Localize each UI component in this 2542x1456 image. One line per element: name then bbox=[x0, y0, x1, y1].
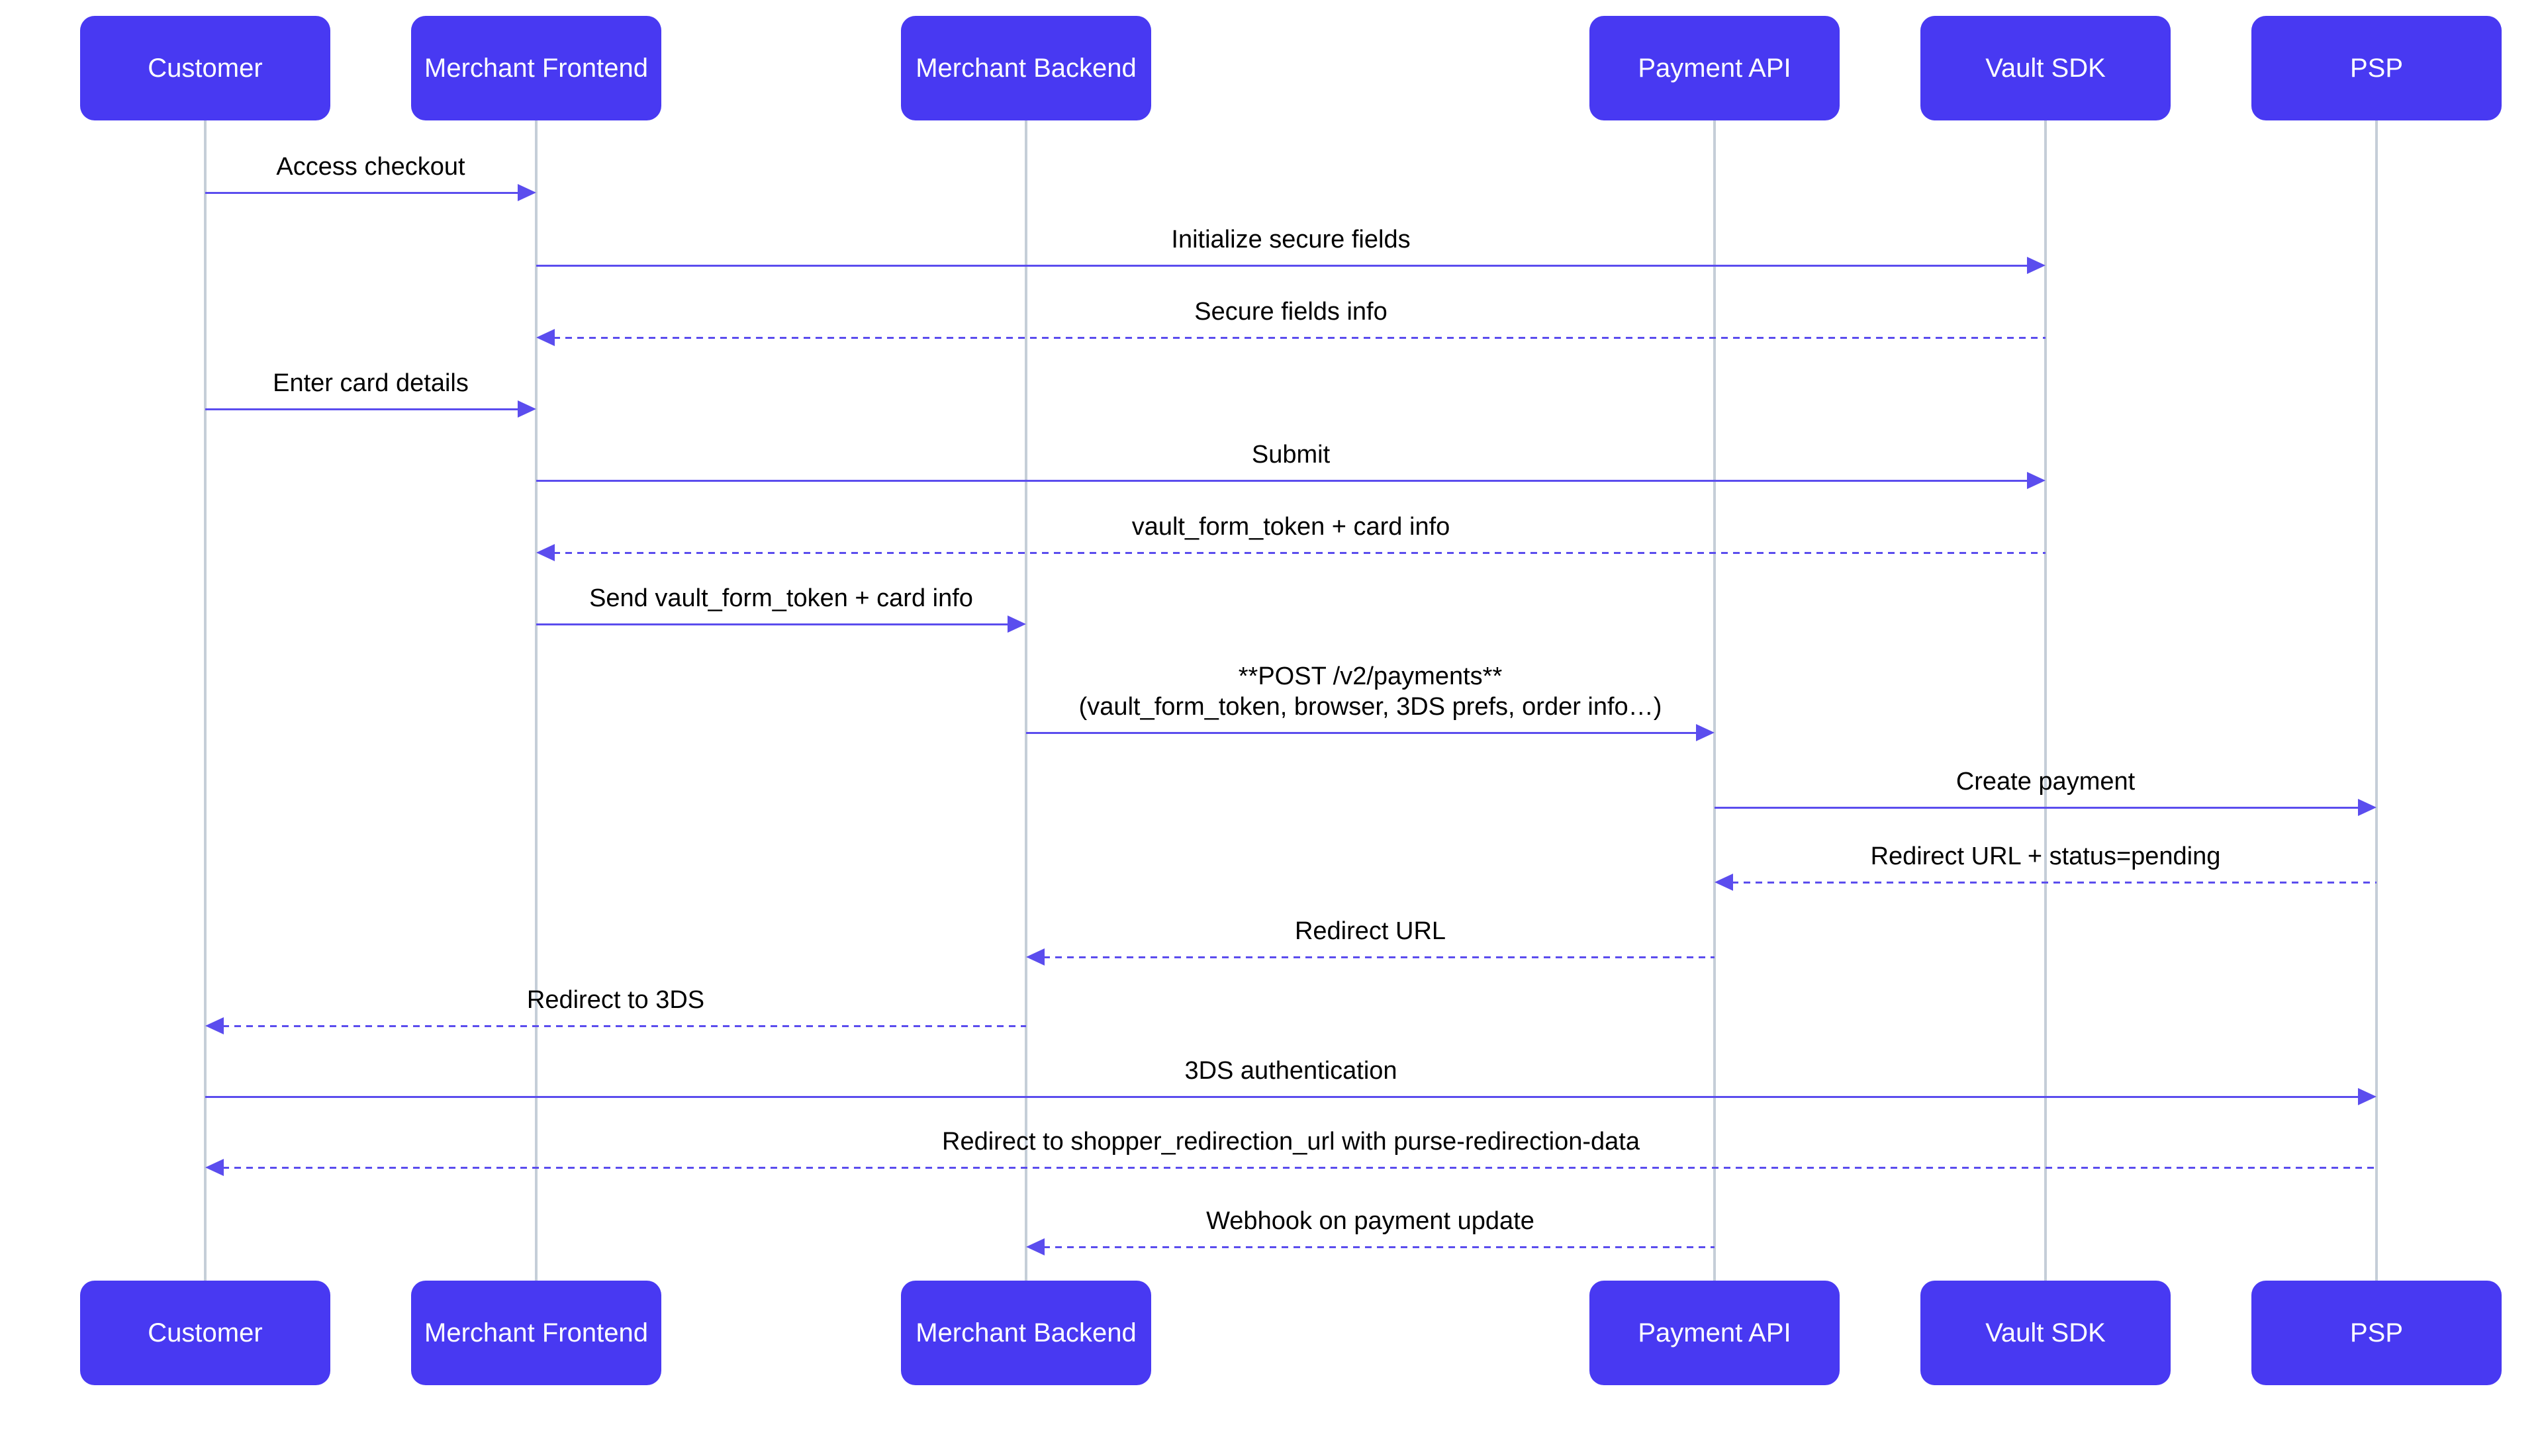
message-line bbox=[1732, 882, 2377, 884]
message-line bbox=[205, 1096, 2359, 1098]
arrowhead-left-icon bbox=[205, 1017, 224, 1034]
participant-label: Merchant Frontend bbox=[424, 1318, 648, 1347]
message-label: (vault_form_token, browser, 3DS prefs, o… bbox=[1078, 693, 1662, 721]
message-line bbox=[222, 1167, 2377, 1169]
arrowhead-right-icon bbox=[2358, 1088, 2377, 1105]
participant-bottom-vault-sdk: Vault SDK bbox=[1920, 1281, 2171, 1385]
message-line bbox=[205, 192, 519, 194]
participant-top-merchant-frontend: Merchant Frontend bbox=[411, 16, 661, 120]
participant-label: PSP bbox=[2349, 1318, 2404, 1347]
message-line bbox=[536, 623, 1009, 625]
participant-label: Merchant Backend bbox=[916, 53, 1137, 83]
lifeline-merchant-backend bbox=[1025, 120, 1027, 1281]
message-line bbox=[1043, 1246, 1715, 1248]
message-label: Enter card details bbox=[273, 369, 469, 397]
participant-label: Merchant Backend bbox=[916, 1318, 1137, 1347]
message-label: Webhook on payment update bbox=[1206, 1207, 1534, 1235]
participant-top-customer: Customer bbox=[80, 16, 330, 120]
arrowhead-left-icon bbox=[536, 544, 555, 561]
message-label: Secure fields info bbox=[1194, 298, 1388, 326]
participant-label: Vault SDK bbox=[1985, 1318, 2106, 1347]
arrowhead-right-icon bbox=[1696, 724, 1715, 741]
message-label: Redirect URL bbox=[1294, 917, 1446, 945]
message-line bbox=[553, 552, 2046, 554]
arrowhead-left-icon bbox=[1026, 1238, 1045, 1255]
lifeline-payment-api bbox=[1713, 120, 1716, 1281]
lifeline-merchant-frontend bbox=[535, 120, 538, 1281]
message-label: Redirect to 3DS bbox=[526, 986, 705, 1014]
participant-top-vault-sdk: Vault SDK bbox=[1920, 16, 2171, 120]
message-line bbox=[536, 480, 2028, 482]
message-line bbox=[1043, 956, 1715, 958]
arrowhead-right-icon bbox=[1008, 615, 1026, 633]
participant-label: PSP bbox=[2349, 53, 2404, 83]
participant-bottom-payment-api: Payment API bbox=[1589, 1281, 1840, 1385]
message-label: Access checkout bbox=[276, 153, 465, 181]
message-label: Initialize secure fields bbox=[1171, 226, 1411, 253]
participant-label: Vault SDK bbox=[1985, 53, 2106, 83]
message-label: Submit bbox=[1251, 441, 1331, 469]
arrowhead-left-icon bbox=[1715, 874, 1733, 891]
message-line bbox=[536, 265, 2028, 267]
message-label: **POST /v2/payments** bbox=[1238, 662, 1503, 690]
message-label: Redirect URL + status=pending bbox=[1870, 842, 2221, 870]
lifeline-customer bbox=[204, 120, 207, 1281]
arrowhead-right-icon bbox=[2358, 799, 2377, 816]
participant-top-payment-api: Payment API bbox=[1589, 16, 1840, 120]
message-label: Send vault_form_token + card info bbox=[589, 584, 973, 612]
participant-bottom-merchant-frontend: Merchant Frontend bbox=[411, 1281, 661, 1385]
message-label: vault_form_token + card info bbox=[1131, 513, 1450, 541]
message-line bbox=[553, 337, 2046, 339]
message-line bbox=[1026, 732, 1697, 734]
lifeline-vault-sdk bbox=[2044, 120, 2047, 1281]
arrowhead-right-icon bbox=[518, 184, 536, 201]
message-line bbox=[1715, 807, 2359, 809]
participant-bottom-customer: Customer bbox=[80, 1281, 330, 1385]
participant-label: Payment API bbox=[1638, 1318, 1791, 1347]
arrowhead-left-icon bbox=[205, 1159, 224, 1176]
message-label: Create payment bbox=[1955, 768, 2136, 796]
participant-label: Customer bbox=[148, 53, 263, 83]
participant-label: Payment API bbox=[1638, 53, 1791, 83]
arrowhead-right-icon bbox=[2027, 257, 2046, 274]
message-label: 3DS authentication bbox=[1184, 1057, 1397, 1085]
arrowhead-right-icon bbox=[2027, 472, 2046, 489]
participant-bottom-psp: PSP bbox=[2251, 1281, 2502, 1385]
lifeline-psp bbox=[2375, 120, 2378, 1281]
participant-bottom-merchant-backend: Merchant Backend bbox=[901, 1281, 1151, 1385]
participant-label: Merchant Frontend bbox=[424, 53, 648, 83]
message-label: Redirect to shopper_redirection_url with… bbox=[942, 1128, 1640, 1156]
arrowhead-left-icon bbox=[1026, 948, 1045, 966]
arrowhead-left-icon bbox=[536, 329, 555, 346]
message-line bbox=[222, 1025, 1026, 1027]
participant-top-psp: PSP bbox=[2251, 16, 2502, 120]
arrowhead-right-icon bbox=[518, 400, 536, 418]
participant-label: Customer bbox=[148, 1318, 263, 1347]
participant-top-merchant-backend: Merchant Backend bbox=[901, 16, 1151, 120]
message-line bbox=[205, 408, 519, 410]
